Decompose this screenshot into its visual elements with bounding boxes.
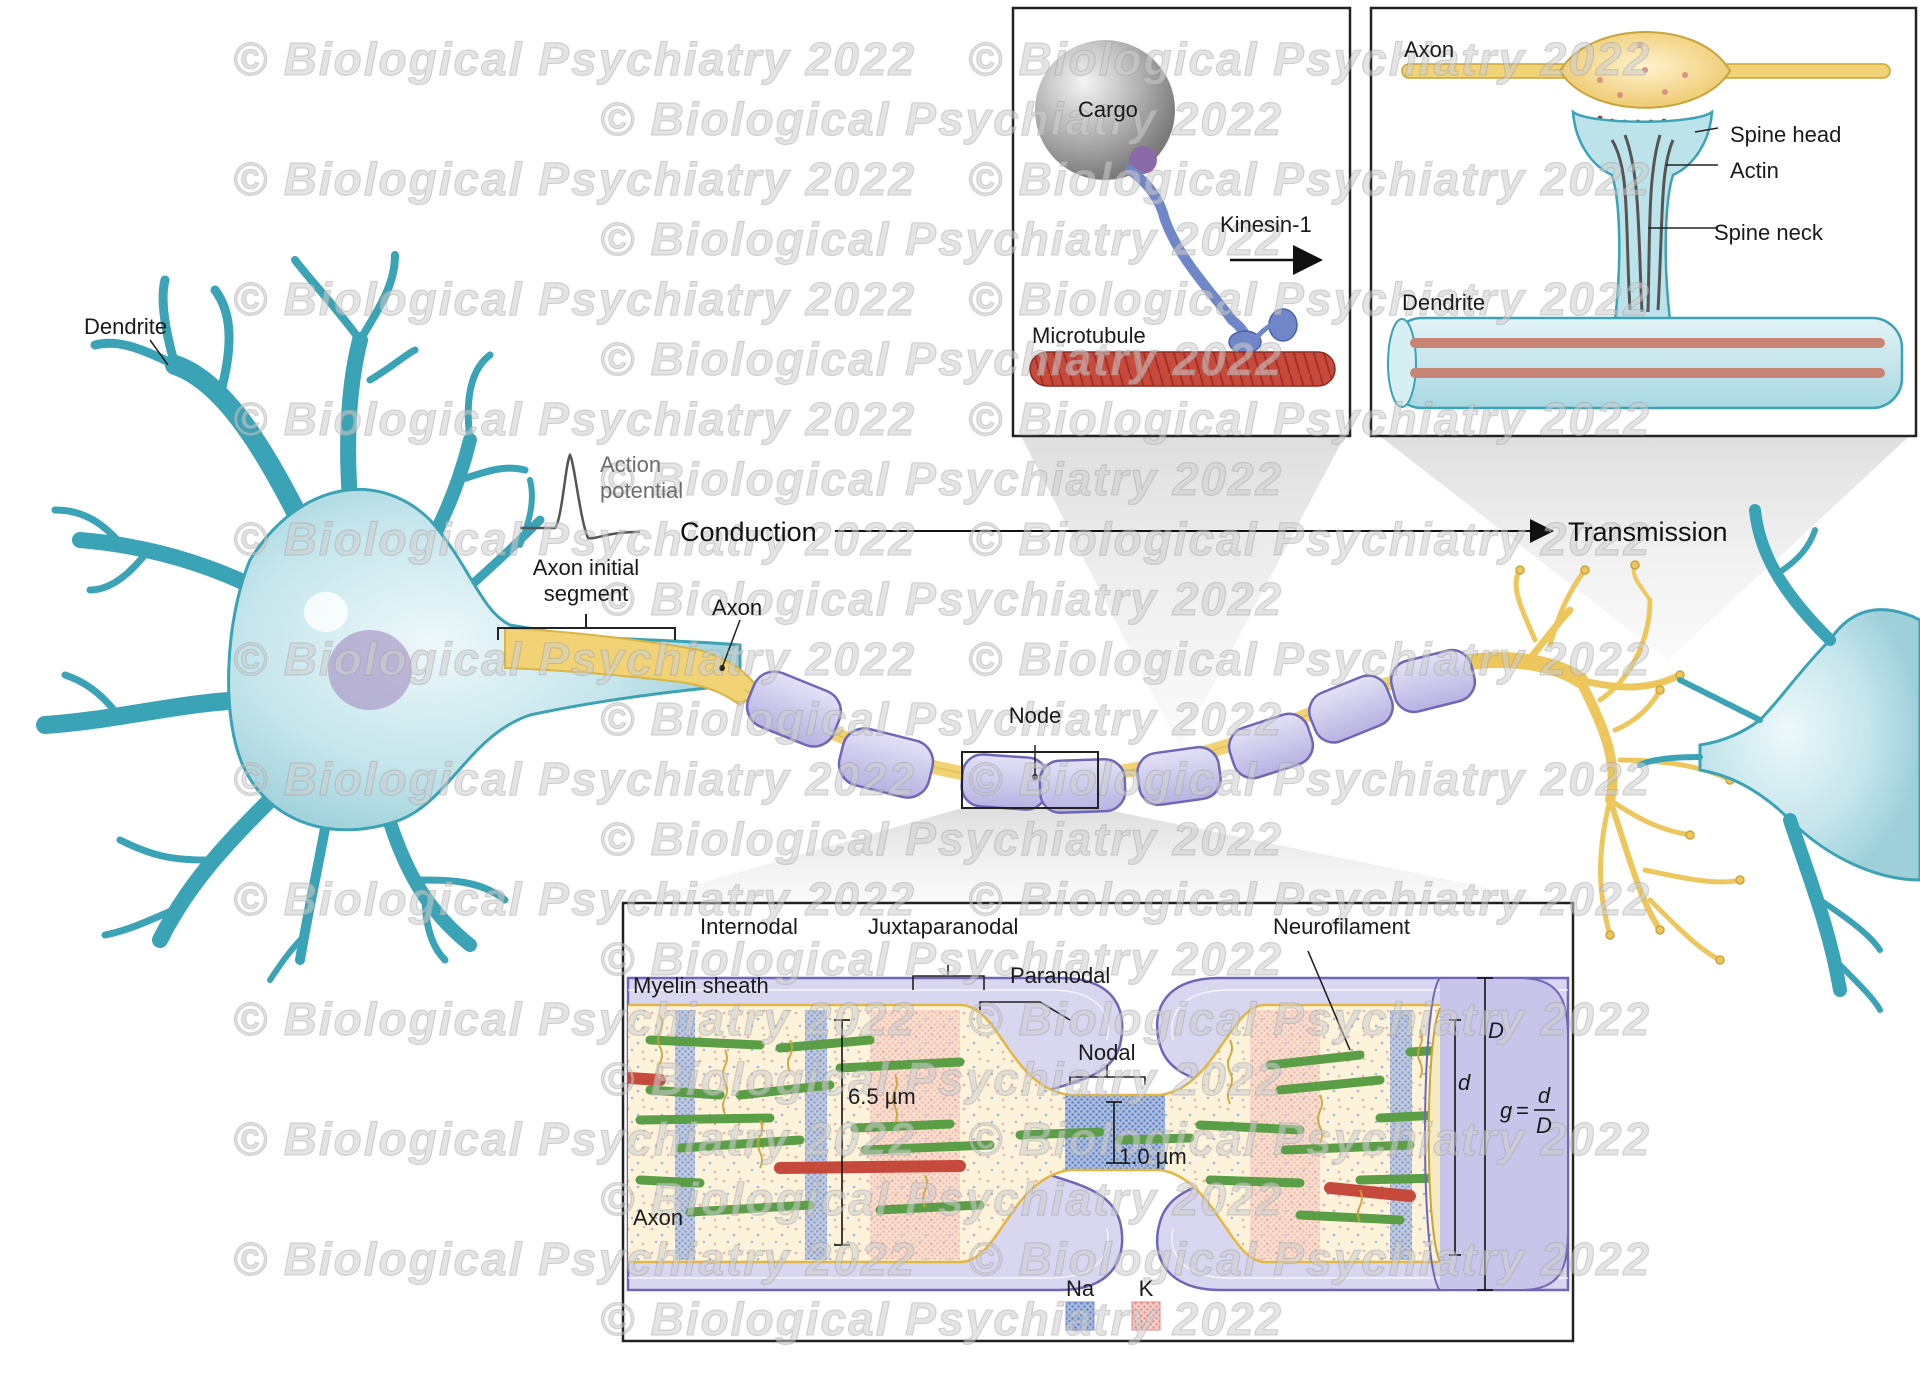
watermark-text: © Biological Psychiatry 2022 xyxy=(968,33,1651,85)
watermark-text: © Biological Psychiatry 2022 xyxy=(233,993,916,1045)
main-labels: Dendrite Action potential Conduction Tra… xyxy=(84,314,1728,728)
watermark-text: © Biological Psychiatry 2022 xyxy=(600,453,1283,505)
cargo-label: Cargo xyxy=(1078,97,1138,122)
synapse-panel-labels: Axon Spine head Actin Spine neck Dendrit… xyxy=(1402,37,1841,315)
legend-k-swatch xyxy=(1131,1301,1161,1331)
action-potential-trace xyxy=(520,452,641,540)
myelin-segment xyxy=(1227,712,1315,780)
myelin-segment xyxy=(745,670,843,748)
myelin-segment xyxy=(1038,757,1127,815)
myelin-segment xyxy=(837,727,935,799)
axon-label: Axon xyxy=(712,595,762,620)
watermark-text: © Biological Psychiatry 2022 xyxy=(233,513,916,565)
svg-text:D: D xyxy=(1536,1113,1552,1138)
zoom-cone-node xyxy=(625,808,1572,905)
watermark-text: © Biological Psychiatry 2022 xyxy=(233,1233,916,1285)
legend-k-label: K xyxy=(1139,1276,1154,1301)
action-potential-label-line1: Action xyxy=(600,452,661,477)
watermark-text: © Biological Psychiatry 2022 xyxy=(233,33,916,85)
action-potential-label-line2: potential xyxy=(600,478,683,503)
watermark-text: © Biological Psychiatry 2022 xyxy=(968,993,1651,1045)
watermark-text: © Biological Psychiatry 2022 xyxy=(600,1173,1283,1225)
watermark-text: © Biological Psychiatry 2022 xyxy=(968,753,1651,805)
myelin-segment xyxy=(1308,674,1394,744)
watermark-text: © Biological Psychiatry 2022 xyxy=(968,633,1651,685)
inner-diameter-label: d xyxy=(1458,1070,1471,1095)
legend-na-swatch xyxy=(1065,1301,1095,1331)
watermark-text: © Biological Psychiatry 2022 xyxy=(233,873,916,925)
node-diameter-label: 1.0 µm xyxy=(1119,1144,1187,1169)
watermark-text: © Biological Psychiatry 2022 xyxy=(968,393,1651,445)
neurofilament-label: Neurofilament xyxy=(1273,914,1410,939)
watermark-text: © Biological Psychiatry 2022 xyxy=(600,573,1283,625)
svg-text:d: d xyxy=(1538,1083,1551,1108)
actin-label: Actin xyxy=(1730,158,1779,183)
svg-text:=: = xyxy=(1516,1098,1529,1123)
watermark-text: © Biological Psychiatry 2022 xyxy=(233,633,916,685)
watermark-text: © Biological Psychiatry 2022 xyxy=(600,693,1283,745)
watermark-text: © Biological Psychiatry 2022 xyxy=(968,273,1651,325)
internode-diameter-label: 6.5 µm xyxy=(848,1084,916,1109)
watermark-text: © Biological Psychiatry 2022 xyxy=(968,1233,1651,1285)
watermark-text: © Biological Psychiatry 2022 xyxy=(968,873,1651,925)
node-axon-label: Axon xyxy=(633,1205,683,1230)
juxtaparanodal-label: Juxtaparanodal xyxy=(868,914,1018,939)
zoom-cone-kinesin xyxy=(1018,430,1348,748)
myelin-segment xyxy=(1136,745,1222,807)
outer-diameter-label: D xyxy=(1488,1018,1504,1043)
watermark-text: © Biological Psychiatry 2022 xyxy=(600,1293,1283,1345)
kinesin-label: Kinesin-1 xyxy=(1220,212,1312,237)
nodal-label: Nodal xyxy=(1078,1040,1135,1065)
spine-neck-label: Spine neck xyxy=(1714,220,1824,245)
node-panel-labels: Internodal Juxtaparanodal Paranodal Noda… xyxy=(633,914,1555,1301)
node-highlight-box xyxy=(961,751,1099,809)
watermark-text: © Biological Psychiatry 2022 xyxy=(233,1113,916,1165)
internodal-label: Internodal xyxy=(700,914,798,939)
watermark-text: © Biological Psychiatry 2022 xyxy=(600,93,1283,145)
right-neuron xyxy=(1637,504,1920,1013)
nucleus xyxy=(328,630,412,710)
g-ratio-formula: g = d D xyxy=(1500,1083,1555,1138)
node-panel xyxy=(621,901,1575,1343)
spine xyxy=(1571,109,1714,322)
watermark-text: © Biological Psychiatry 2022 xyxy=(600,813,1283,865)
watermark-layer: © Biological Psychiatry 2022 © Biologica… xyxy=(232,32,1651,1345)
kinesin-panel-labels: Cargo Kinesin-1 Microtubule xyxy=(1032,97,1312,348)
legend-na-label: Na xyxy=(1066,1276,1095,1301)
zoom-cone-synapse xyxy=(1372,430,1916,660)
dendrite-label: Dendrite xyxy=(84,314,167,339)
conduction-label: Conduction xyxy=(680,517,817,547)
watermark-text: © Biological Psychiatry 2022 xyxy=(233,273,916,325)
watermark-text: © Biological Psychiatry 2022 xyxy=(233,753,916,805)
ais-bracket xyxy=(497,614,676,640)
watermark-text: © Biological Psychiatry 2022 xyxy=(600,933,1283,985)
watermark-text: © Biological Psychiatry 2022 xyxy=(233,393,916,445)
svg-text:g: g xyxy=(1500,1098,1513,1123)
myelin-segments xyxy=(745,648,1477,815)
synapse-panel xyxy=(1369,6,1918,438)
watermark-text: © Biological Psychiatry 2022 xyxy=(968,513,1651,565)
myelin-segment xyxy=(1389,648,1477,714)
ais-label-line2: segment xyxy=(544,581,628,606)
myelin-sheath-label: Myelin sheath xyxy=(633,973,769,998)
kinesin-panel xyxy=(1011,6,1352,438)
microtubule xyxy=(1029,351,1336,387)
paranodal-label: Paranodal xyxy=(1010,963,1110,988)
watermark-text: © Biological Psychiatry 2022 xyxy=(600,1053,1283,1105)
node-label: Node xyxy=(1009,703,1062,728)
transmission-label: Transmission xyxy=(1568,517,1728,547)
watermark-text: © Biological Psychiatry 2022 xyxy=(600,333,1283,385)
watermark-text: © Biological Psychiatry 2022 xyxy=(968,1113,1651,1165)
spine-head-label: Spine head xyxy=(1730,122,1841,147)
soma xyxy=(227,488,742,832)
synapse-dendrite-label: Dendrite xyxy=(1402,290,1485,315)
ais-label-line1: Axon initial xyxy=(533,555,639,580)
watermark-text: © Biological Psychiatry 2022 xyxy=(968,153,1651,205)
cargo-vesicle xyxy=(1035,40,1175,180)
synapse-axon-label: Axon xyxy=(1404,37,1454,62)
watermark-text: © Biological Psychiatry 2022 xyxy=(233,153,916,205)
watermark-text: © Biological Psychiatry 2022 xyxy=(600,213,1283,265)
microtubule-label: Microtubule xyxy=(1032,323,1146,348)
